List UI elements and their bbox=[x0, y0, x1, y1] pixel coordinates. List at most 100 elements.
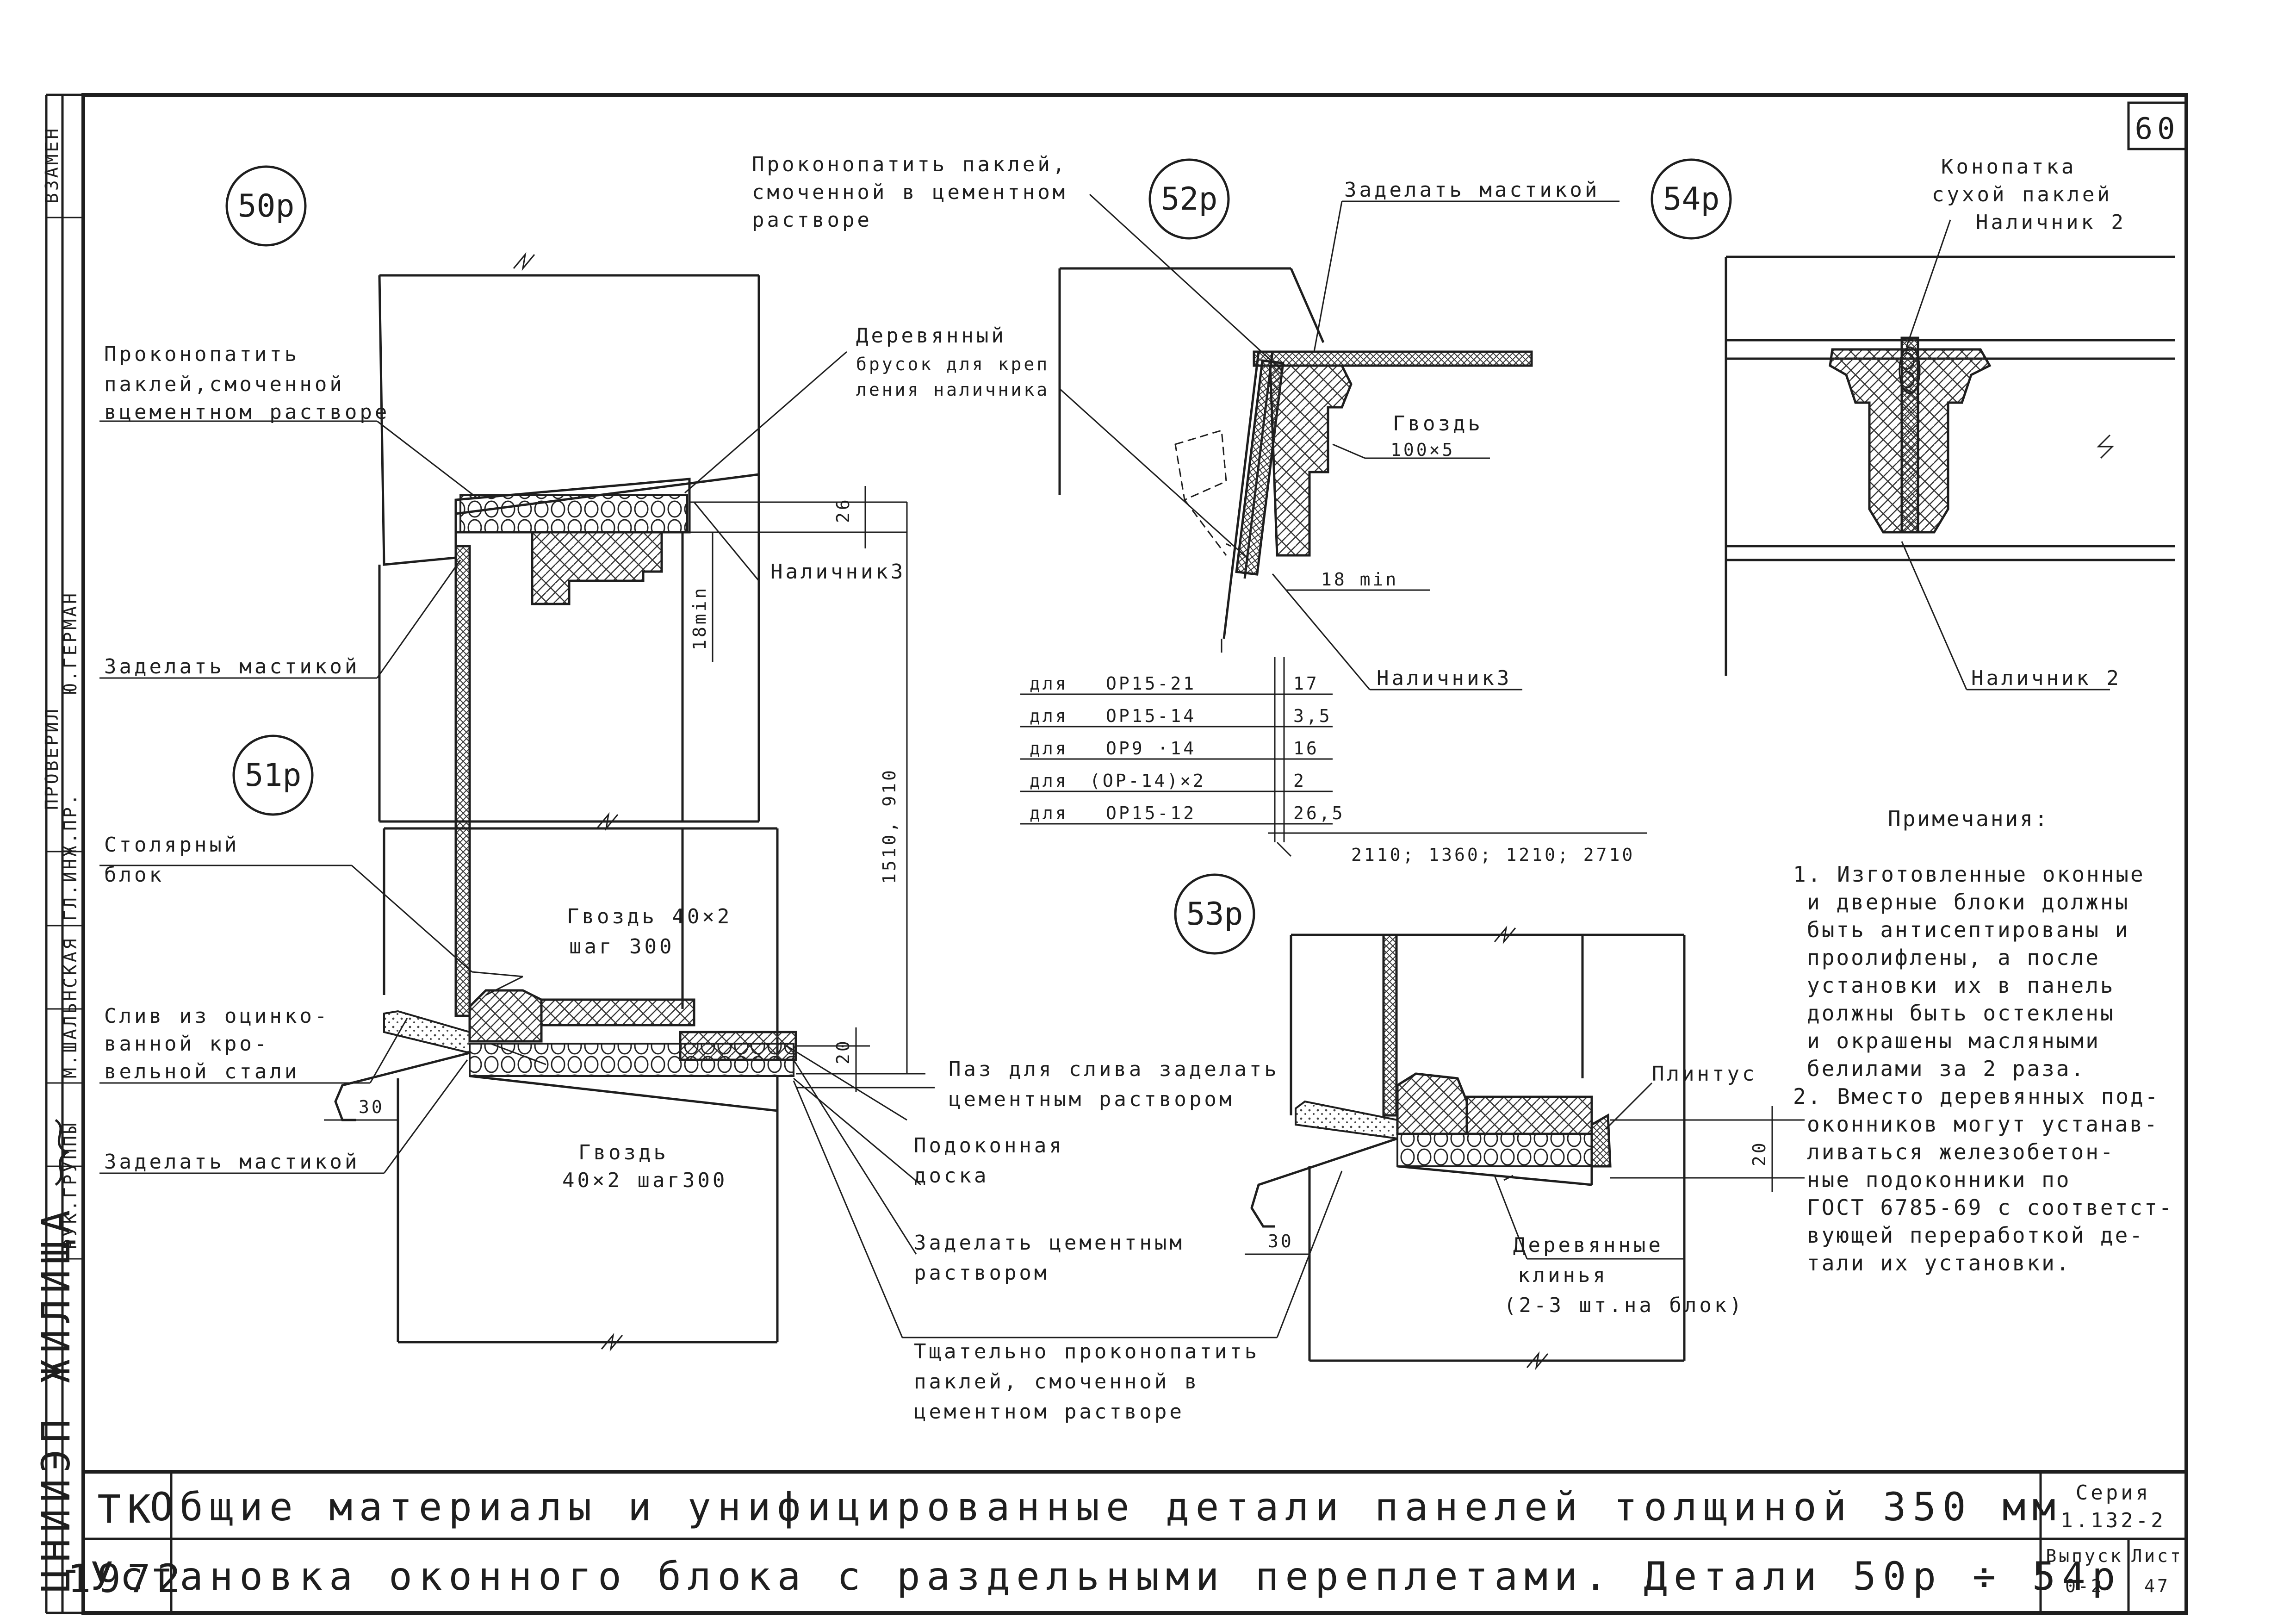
svg-text:1. Изготовленные оконные: 1. Изготовленные оконные bbox=[1793, 862, 2145, 887]
dim-20-b: 20 bbox=[1749, 1140, 1769, 1166]
svg-text:Гвоздь 40×2: Гвоздь 40×2 bbox=[567, 905, 732, 928]
dim-30-b: 30 bbox=[1268, 1231, 1294, 1251]
svg-text:установки их в панель: установки их в панель bbox=[1807, 973, 2115, 998]
vypusk-value: 0-2 bbox=[2065, 1576, 2104, 1596]
svg-text:паклей,смоченной: паклей,смоченной bbox=[104, 373, 345, 396]
svg-text:ОР9 ·14: ОР9 ·14 bbox=[1106, 738, 1196, 759]
table-row-3: для ОР9 ·14 16 bbox=[1030, 738, 1319, 759]
svg-text:16: 16 bbox=[1293, 738, 1319, 759]
table-row-4: для (ОР-14)×2 2 bbox=[1030, 771, 1306, 791]
svg-text:ОР15-14: ОР15-14 bbox=[1106, 706, 1196, 726]
svg-text:тали их установки.: тали их установки. bbox=[1807, 1251, 2071, 1276]
dim-30-a: 30 bbox=[359, 1097, 385, 1117]
label-54-caulk: Конопатка сухой паклей Наличник 2 bbox=[1932, 155, 2123, 234]
dim-bottom-values: 2110; 1360; 1210; 2710 bbox=[1351, 845, 1635, 865]
svg-text:раствором: раствором bbox=[914, 1261, 1049, 1285]
svg-text:ОР15-12: ОР15-12 bbox=[1106, 803, 1196, 823]
svg-text:Подоконная: Подоконная bbox=[914, 1134, 1064, 1157]
label-51-nail-bottom: Гвоздь 40×2 шаг300 bbox=[562, 1141, 725, 1192]
svg-text:оконников могут устанав-: оконников могут устанав- bbox=[1807, 1112, 2159, 1137]
svg-text:вельной стали: вельной стали bbox=[104, 1060, 299, 1083]
vypusk-label: Выпуск bbox=[2046, 1546, 2123, 1566]
dim-26: 26 bbox=[833, 497, 853, 523]
label-54-casing: Наличник 2 bbox=[1971, 666, 2122, 690]
detail-50-51-drawing bbox=[334, 252, 797, 1352]
svg-text:вцементном растворе: вцементном растворе bbox=[104, 400, 390, 424]
label-53-plinth: Плинтус bbox=[1652, 1062, 1757, 1086]
detail-marker-51: 51р bbox=[232, 734, 314, 816]
side-stamp-role-1: ГЛ.ИНЖ.ПР. bbox=[60, 792, 81, 921]
list-label: Лист bbox=[2131, 1546, 2183, 1566]
seria-label: Серия bbox=[2076, 1481, 2151, 1505]
svg-text:ливаться железобетон-: ливаться железобетон- bbox=[1807, 1139, 2115, 1164]
svg-text:белилами за 2 раза.: белилами за 2 раза. bbox=[1807, 1056, 2085, 1081]
label-51-flashing: Слив из оцинко- ванной кро- вельной стал… bbox=[104, 1004, 329, 1083]
svg-text:2. Вместо деревянных под-: 2. Вместо деревянных под- bbox=[1793, 1084, 2159, 1109]
dimension-table bbox=[1020, 657, 1647, 857]
title-line-1: Общие материалы и унифицированные детали… bbox=[150, 1484, 2062, 1530]
svg-text:Гвоздь: Гвоздь bbox=[1393, 412, 1483, 436]
svg-text:и окрашены масляными: и окрашены масляными bbox=[1807, 1028, 2100, 1053]
svg-text:для: для bbox=[1030, 771, 1068, 791]
svg-text:для: для bbox=[1030, 803, 1068, 823]
label-51-groove: Паз для слива заделать цементным раствор… bbox=[949, 1058, 1279, 1111]
svg-text:блок: блок bbox=[104, 863, 164, 887]
svg-text:цементным раствором: цементным раствором bbox=[949, 1088, 1234, 1111]
svg-text:ления наличника: ления наличника bbox=[856, 380, 1049, 400]
svg-text:Столярный: Столярный bbox=[104, 833, 239, 857]
svg-text:смоченной в цементном: смоченной в цементном bbox=[752, 180, 1067, 204]
dimension-lines-53 bbox=[1245, 1106, 1805, 1255]
label-50-casing: Наличник3 bbox=[770, 560, 906, 584]
label-53-wood-wedges: Деревянные клинья (2-3 шт.на блок) bbox=[1504, 1233, 1742, 1317]
svg-text:50р: 50р bbox=[238, 188, 295, 224]
detail-53-drawing bbox=[1250, 925, 1686, 1370]
label-52-18min: 18 min bbox=[1321, 569, 1398, 590]
leader-lines-52 bbox=[1059, 193, 1620, 691]
svg-text:ные подоконники по: ные подоконники по bbox=[1807, 1167, 2071, 1192]
label-52-nail: Гвоздь 100×5 bbox=[1390, 412, 1483, 460]
label-50-wood-bar: Деревянный брусок для креп ления налични… bbox=[856, 324, 1049, 400]
page-number: 60 bbox=[2135, 112, 2179, 146]
svg-text:Гвоздь: Гвоздь bbox=[578, 1141, 669, 1164]
title-block bbox=[83, 1470, 2186, 1613]
svg-text:для: для bbox=[1030, 738, 1068, 759]
table-row-5: для ОР15-12 26,5 bbox=[1030, 803, 1343, 823]
svg-text:и дверные блоки должны: и дверные блоки должны bbox=[1807, 890, 2129, 915]
dim-20-a: 20 bbox=[833, 1039, 853, 1064]
leader-lines-54 bbox=[1901, 219, 2110, 691]
side-stamp-role-2: РУК.ГРУППЫ bbox=[60, 1120, 81, 1250]
svg-text:100×5: 100×5 bbox=[1390, 440, 1455, 460]
svg-text:ГОСТ 6785-69 с соответст-: ГОСТ 6785-69 с соответст- bbox=[1807, 1195, 2173, 1220]
svg-text:Слив из оцинко-: Слив из оцинко- bbox=[104, 1004, 329, 1028]
side-stamp-checked: ПРОВЕРИЛ bbox=[42, 707, 62, 810]
leader-lines-53 bbox=[1494, 1082, 1684, 1260]
label-51-joinery-block: Столярный блок bbox=[104, 833, 239, 887]
table-row-2: для ОР15-14 3,5 bbox=[1030, 706, 1332, 726]
svg-text:(ОР-14)×2: (ОР-14)×2 bbox=[1090, 771, 1206, 791]
svg-text:2: 2 bbox=[1293, 771, 1306, 791]
detail-marker-50: 50р bbox=[225, 165, 307, 247]
detail-marker-53: 53р bbox=[1174, 873, 1255, 955]
svg-text:17: 17 bbox=[1293, 673, 1319, 694]
title-year: 1972 bbox=[68, 1556, 187, 1601]
svg-text:3,5: 3,5 bbox=[1293, 706, 1332, 726]
label-50-caulk: Проконопатить паклей,смоченной вцементно… bbox=[104, 342, 390, 424]
svg-text:должны быть остеклены: должны быть остеклены bbox=[1807, 1001, 2115, 1026]
svg-text:Деревянные: Деревянные bbox=[1513, 1233, 1663, 1257]
side-stamp-name-1: Ю.ГЕРМАН bbox=[60, 591, 81, 694]
detail-54-drawing bbox=[1725, 255, 2175, 676]
svg-text:для: для bbox=[1030, 706, 1068, 726]
svg-text:53р: 53р bbox=[1186, 896, 1243, 933]
svg-text:Деревянный: Деревянный bbox=[856, 324, 1006, 348]
notes-block: Примечания: 1. Изготовленные оконные и д… bbox=[1793, 806, 2173, 1276]
title-org: ТК bbox=[97, 1487, 157, 1532]
label-52-mastic: Заделать мастикой bbox=[1344, 178, 1600, 202]
svg-text:Паз для слива заделать: Паз для слива заделать bbox=[949, 1058, 1279, 1081]
notes-title: Примечания: bbox=[1888, 806, 2049, 831]
svg-text:Заделать цементным: Заделать цементным bbox=[914, 1231, 1185, 1255]
svg-text:цементном растворе: цементном растворе bbox=[914, 1400, 1185, 1424]
title-line-2: Установка оконного блока с раздельными п… bbox=[90, 1554, 2122, 1599]
leader-lines-50-51 bbox=[99, 351, 1343, 1338]
dim-1510-910: 1510, 910 bbox=[879, 768, 900, 884]
detail-marker-52: 52р bbox=[1148, 158, 1230, 240]
